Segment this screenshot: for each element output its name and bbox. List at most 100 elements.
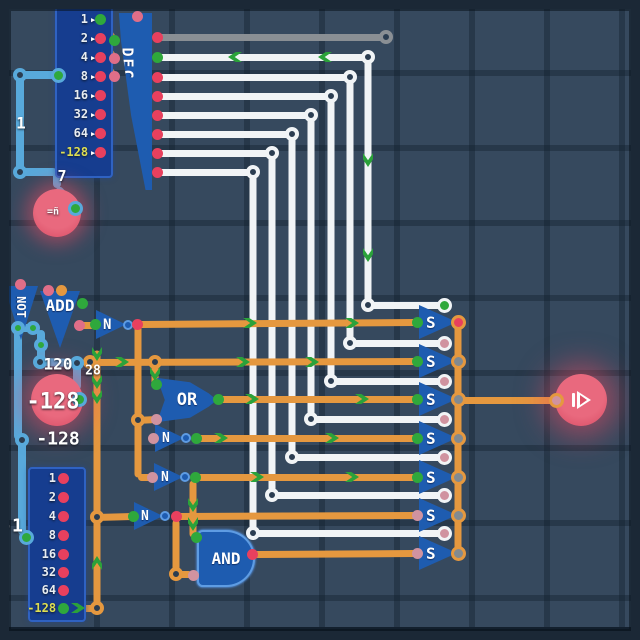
wire-joint — [13, 165, 27, 179]
splitter-bit-label: 32 — [41, 565, 57, 579]
connector-pin — [151, 147, 163, 159]
gate-label: S — [426, 389, 436, 409]
wire-joint — [131, 413, 145, 427]
or-gate[interactable]: OR — [157, 377, 217, 423]
wire-joint — [379, 30, 393, 44]
wire-segment-o — [172, 519, 180, 574]
wire-value-label: -128 — [36, 428, 80, 450]
connector-pin — [57, 491, 69, 503]
wire-value-label: 7 — [57, 167, 67, 185]
not-gate-1[interactable]: N — [96, 310, 126, 339]
wire-segment-o — [176, 570, 192, 578]
connector-pin — [450, 391, 466, 407]
decoder[interactable]: DEC — [118, 13, 152, 190]
splitter-bit-label: 16 — [73, 88, 89, 102]
gate-label: S — [426, 467, 436, 487]
connector-pin — [212, 393, 224, 405]
connector-pin — [436, 373, 452, 389]
wire-joint — [285, 127, 299, 141]
connector-pin — [150, 378, 162, 390]
connector-pin — [108, 34, 120, 46]
wire-value-label: -128 — [26, 389, 80, 415]
not-gate-2[interactable]: N — [155, 424, 184, 452]
wire-segment-o — [217, 395, 417, 403]
connector-pin — [436, 487, 452, 503]
byte-splitter-bottom[interactable] — [28, 467, 86, 622]
connector-pin — [94, 127, 106, 139]
decoder-label: DEC — [118, 47, 137, 81]
connector-pin — [411, 471, 423, 483]
wire-joint — [15, 433, 29, 447]
wire-joint — [304, 412, 318, 426]
wire-joint — [90, 601, 104, 615]
wire-segment-o — [458, 396, 554, 404]
wire-segment-w — [346, 77, 354, 343]
wire-joint — [148, 355, 162, 369]
gate-label: ADD — [45, 296, 75, 315]
connector-pin — [436, 335, 452, 351]
connector-pin — [436, 449, 452, 465]
connector-pin — [131, 10, 143, 22]
wire-segment-w — [272, 491, 444, 499]
connector-pin — [94, 146, 106, 158]
splitter-bit-label: 4 — [48, 509, 57, 523]
splitter-bit-label: 16 — [41, 547, 57, 561]
connector-pin — [73, 319, 85, 331]
wire-segment-w — [158, 168, 253, 176]
wire-joint — [11, 321, 25, 335]
bottom-bar — [0, 627, 640, 640]
wire-segment-o — [175, 511, 418, 520]
splitter-bit-label: 64 — [41, 583, 57, 597]
connector-pin — [411, 393, 423, 405]
wire-segment-w — [158, 130, 292, 138]
gate-label: AND — [211, 549, 241, 568]
connector-pin — [187, 569, 199, 581]
splitter-bit-label: 1 — [48, 471, 57, 485]
splitter-pin-arrow-icon: ▶ — [91, 16, 96, 24]
connector-pin — [411, 509, 423, 521]
gate-label: S — [426, 351, 436, 371]
connector-pin — [151, 71, 163, 83]
connector-pin — [450, 314, 466, 330]
connector-pin — [57, 548, 69, 560]
wire-segment-w — [158, 149, 272, 157]
wire-joint — [70, 356, 84, 370]
connector-pin — [57, 566, 69, 578]
wire-segment-w — [311, 415, 444, 423]
connector-pin — [76, 297, 88, 309]
wire-value-label: 120 — [43, 354, 73, 374]
wire-joint — [265, 146, 279, 160]
wire-segment-t — [20, 168, 57, 176]
connector-pin — [411, 432, 423, 444]
wire-joint — [361, 50, 375, 64]
wire-segment-o — [253, 549, 418, 558]
gate-label: S — [426, 543, 436, 563]
gate-output-bobble — [180, 472, 190, 482]
connector-pin — [246, 548, 258, 560]
wire-segment-o — [137, 318, 418, 328]
gate-output-bobble — [160, 511, 170, 521]
connector-pin — [131, 318, 143, 330]
connector-pin — [94, 89, 106, 101]
gate-label: N — [103, 316, 112, 333]
splitter-pin-arrow-icon: ▶ — [91, 149, 96, 157]
splitter-pin-arrow-icon: ▶ — [91, 92, 96, 100]
connector-pin — [94, 32, 106, 44]
wire-segment-o — [89, 357, 418, 366]
wire-segment-g — [158, 33, 386, 41]
connector-pin — [190, 432, 202, 444]
wire-joint — [343, 70, 357, 84]
connector-pin — [55, 284, 67, 296]
wire-segment-w — [158, 92, 331, 100]
connector-pin — [450, 507, 466, 523]
splitter-bit-label: 2 — [48, 490, 57, 504]
wire-joint — [324, 89, 338, 103]
connector-pin — [71, 391, 87, 407]
wire-segment-o — [79, 321, 95, 329]
splitter-pin-arrow-icon: ▶ — [91, 130, 96, 138]
wire-segment-w — [253, 529, 444, 537]
and-gate[interactable]: AND — [197, 530, 255, 587]
not-gate-3[interactable]: N — [154, 463, 183, 491]
wire-joint — [90, 510, 104, 524]
